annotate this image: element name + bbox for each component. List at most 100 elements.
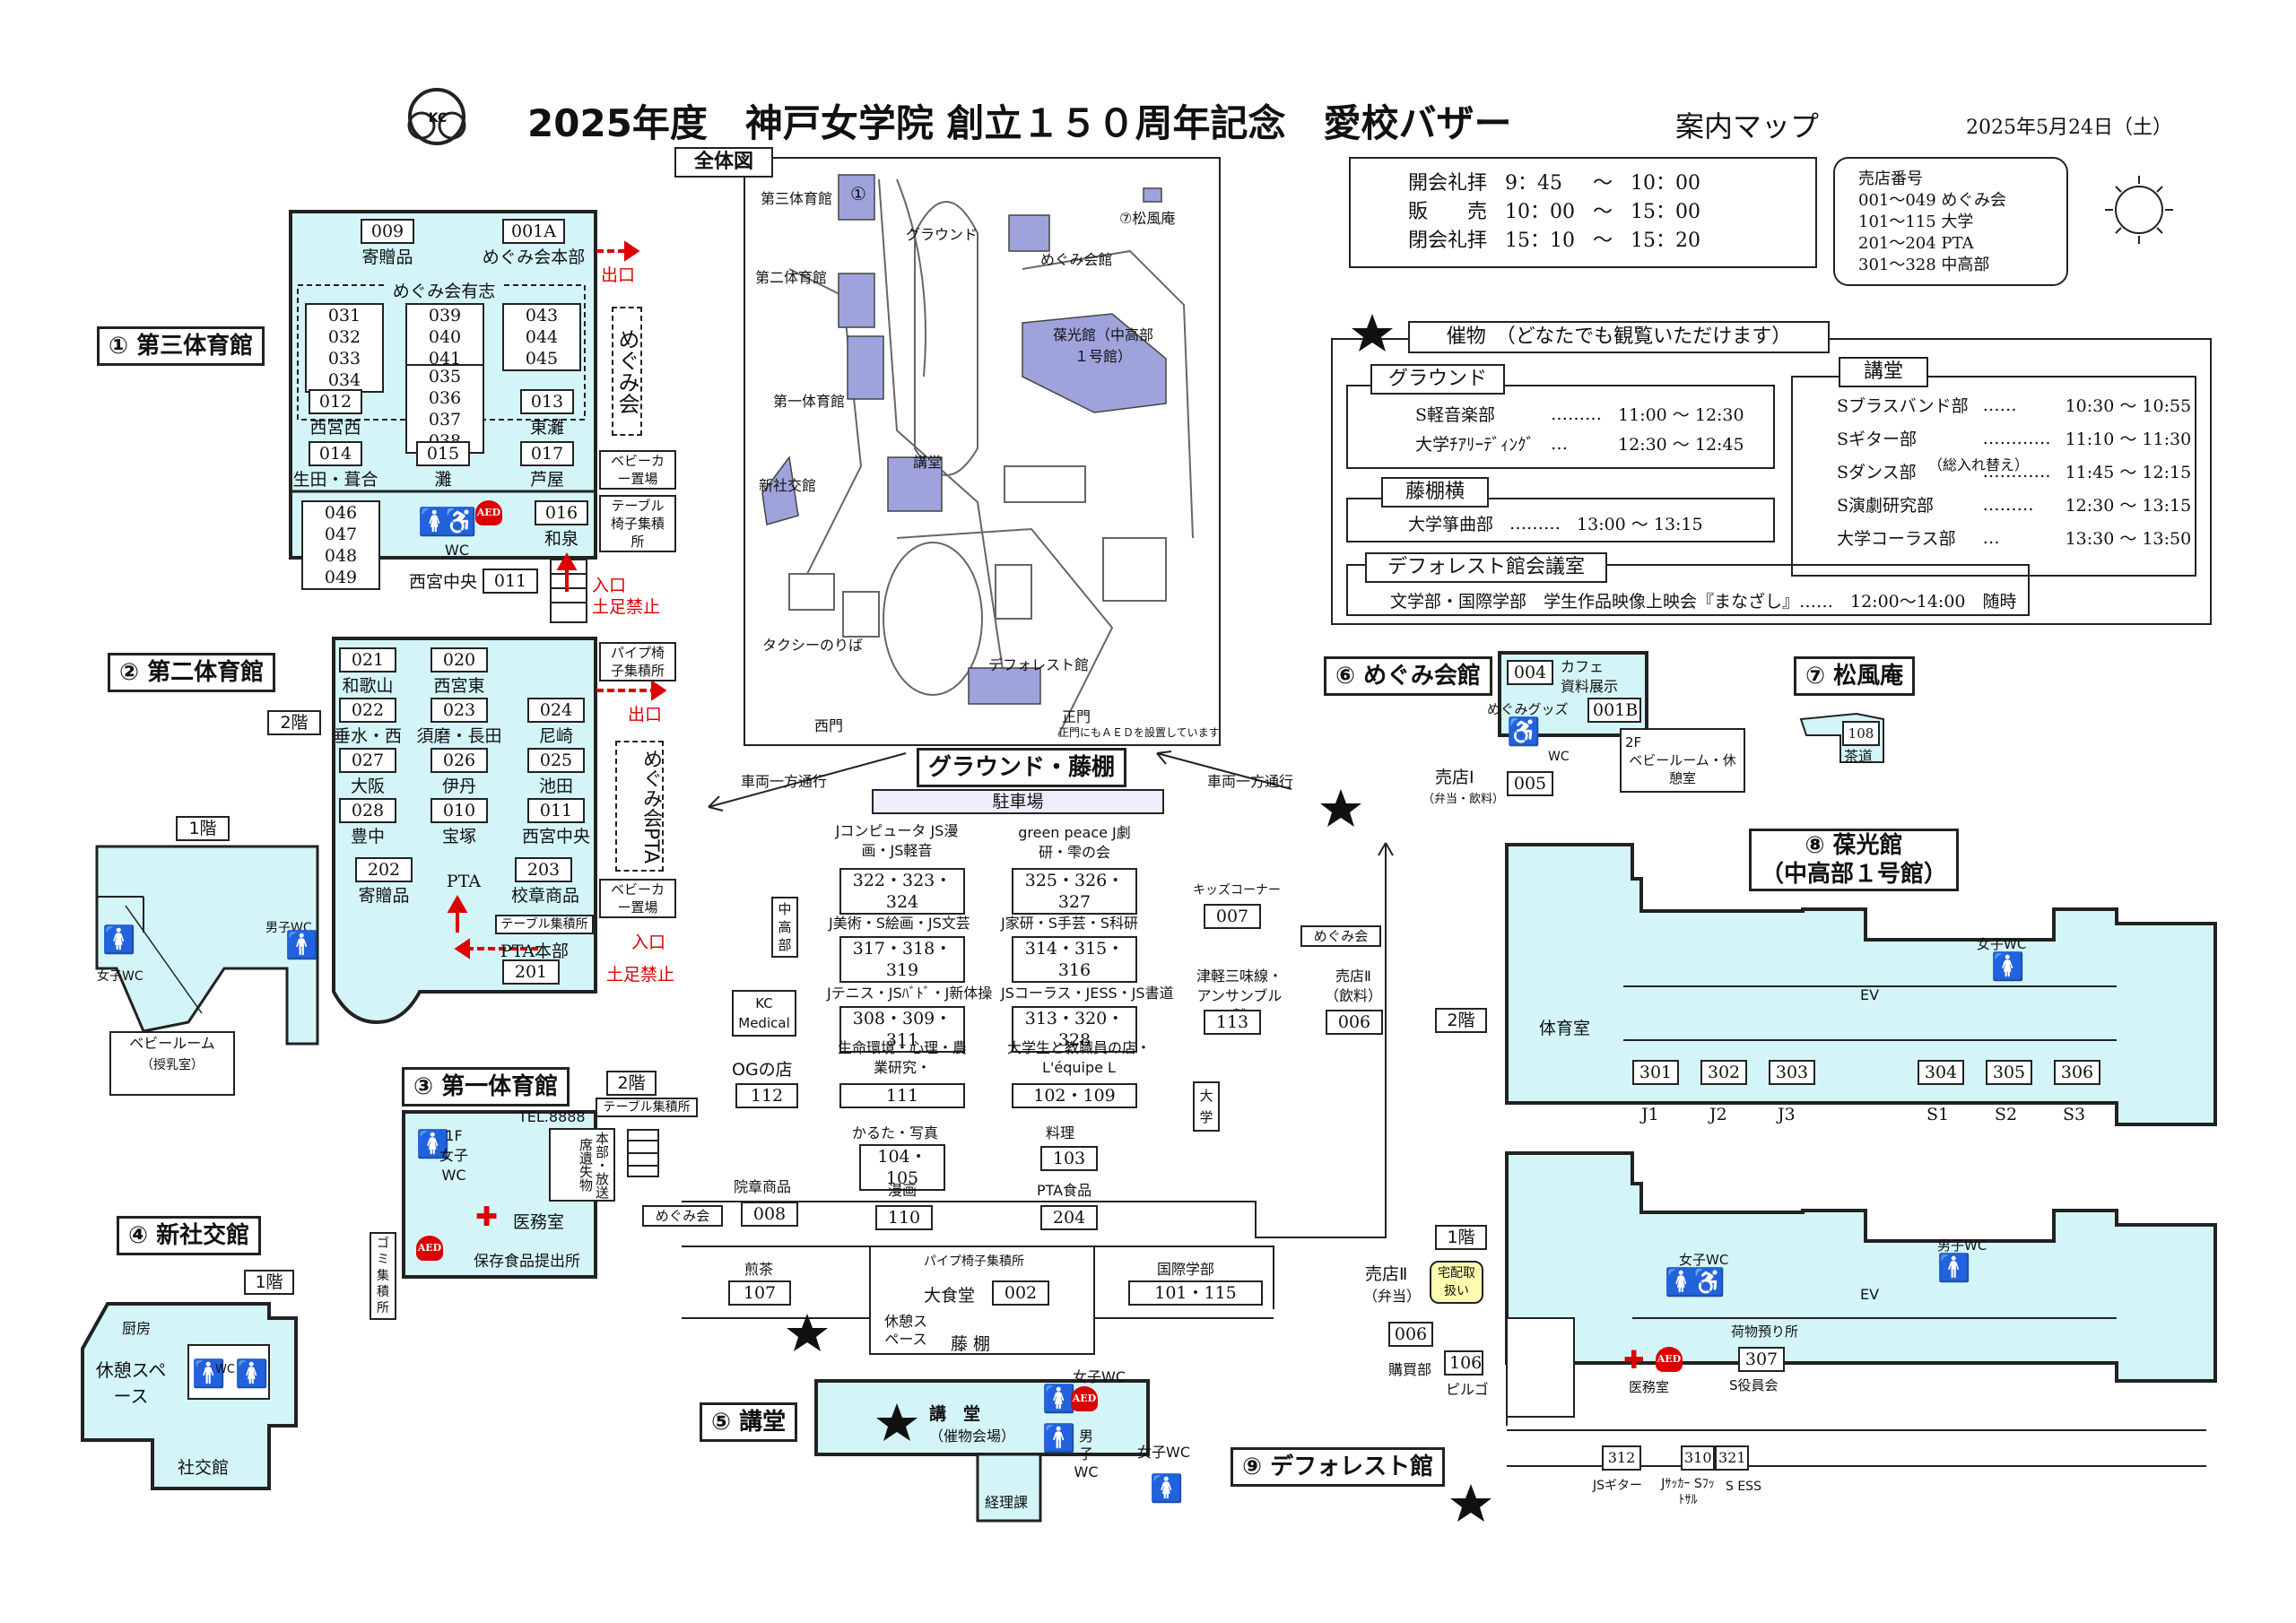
kodo-male-wc: 男子WC [1074, 1428, 1099, 1480]
stall-015-label: 灘 [434, 470, 452, 490]
events-deforest-title: デフォレスト館会議室 [1365, 552, 1607, 583]
gym1-food-submit: 保存食品提出所 [474, 1253, 580, 1271]
room-301: 301 [1632, 1060, 1679, 1085]
stall-113: 113 [1204, 1010, 1261, 1035]
gym1-garbage-area: ゴミ集積所 [370, 1232, 396, 1320]
title-gym2: ② 第二体育館 [108, 653, 276, 692]
stall-022-label: 垂水・西 [333, 726, 402, 746]
stall-028-label: 豊中 [350, 827, 385, 846]
stall-001b: 001B [1587, 698, 1641, 723]
store-number-title: 売店番号 [1858, 169, 1923, 188]
shop2-drinks-label: 売店Ⅱ（飲料） [1324, 968, 1382, 1004]
hokokan-gym-room: 体育室 [1539, 1019, 1591, 1038]
hokokan-ev-2f: EV [1860, 986, 1880, 1003]
events-fujidana-title: 藤棚横 [1381, 477, 1489, 508]
stall-009: 009 [361, 219, 414, 244]
hokokan-baggage: 荷物預り所 [1731, 1324, 1799, 1340]
stall-007: 007 [1204, 904, 1261, 929]
class-j2: J2 [1709, 1105, 1727, 1124]
female-wc-icon: 🚺 [1991, 951, 2025, 983]
aed-icon: AED [475, 500, 502, 525]
stall-102: 102・109 [1012, 1083, 1137, 1108]
ov-nishimon: 西門 [814, 717, 844, 734]
room-303: 303 [1769, 1060, 1815, 1085]
stall-314-label: J家研・S手芸・S科研 [1001, 915, 1139, 932]
stall-103-label: 料理 [1046, 1124, 1075, 1141]
events-title: 催物 （どなたでも観覧いただけます） [1408, 321, 1830, 353]
kodo-female-wc-2: 女子WC [1137, 1444, 1190, 1461]
gym1-lost-found: 遺失物 [578, 1151, 594, 1192]
accessible-wc-icon: ♿ [443, 507, 477, 538]
stall-012-label: 西宮西 [309, 418, 361, 438]
stall-017-label: 芦屋 [529, 470, 564, 490]
gym3-table-storage: テーブル椅子集積所 [599, 495, 676, 552]
gym3-wc: WC [445, 542, 469, 559]
stall-106-label: ピルゴ [1446, 1381, 1489, 1398]
ov-shofuan: ⑦松風庵 [1119, 210, 1176, 227]
delivery-bubble: 宅配取扱い [1430, 1261, 1483, 1304]
events-ground-title: グラウンド [1370, 364, 1505, 395]
shakokan-floor1: 1階 [244, 1270, 294, 1295]
stall-026-label: 伊丹 [441, 777, 476, 796]
stall-313: 313・320・328 [1012, 1006, 1137, 1053]
ov-ground: グラウンド [906, 226, 978, 243]
store-number-legend: 売店番号 001～049 めぐみ会 101～115 大学 201～204 PTA… [1858, 169, 2006, 276]
ov-gym1: 第一体育館 [773, 393, 846, 410]
stall-113-label: 津軽三味線・アンサンブル鷲 [1196, 968, 1283, 1024]
stall-025: 025 [527, 748, 585, 773]
stall-013-label: 東灘 [529, 418, 564, 438]
gym1-floor2: 2階 [606, 1071, 657, 1096]
ov-gym2: 第二体育館 [755, 269, 828, 286]
gym1-table-storage: テーブル集積所 [596, 1098, 698, 1117]
stall-107-label: 煎茶 [744, 1261, 774, 1278]
stall-016: 016 [535, 500, 588, 525]
title-gym1: ③ 第一体育館 [402, 1067, 570, 1107]
stall-011-a: 011 [483, 568, 538, 594]
female-wc-icon: 🚺 [235, 1358, 269, 1390]
gym3-stroller-area: ベビーカー置場 [599, 450, 676, 490]
aed-icon: AED [1071, 1386, 1098, 1411]
stall-101-label: 国際学部 [1157, 1261, 1215, 1278]
accessible-wc-icon: ♿ [1507, 716, 1541, 748]
title-kodo: ⑤ 講堂 [700, 1402, 798, 1442]
shakokan-rest: 休憩スペース [95, 1359, 167, 1407]
stall-104-label: かるた・写真 [852, 1124, 939, 1141]
room-302: 302 [1700, 1060, 1747, 1085]
ov-deforest: デフォレスト館 [988, 656, 1090, 673]
kids-corner: キッズコーナー [1193, 883, 1281, 898]
male-wc-icon: 🚹 [192, 1358, 226, 1390]
class-s1: S1 [1926, 1105, 1950, 1124]
gym1-hq-box: 本部・放送席遺失物 [549, 1128, 615, 1202]
stall-010: 010 [430, 798, 488, 823]
megumikan-goods: めぐみグッズ [1487, 701, 1569, 717]
title-deforest: ⑨ デフォレスト館 [1231, 1447, 1446, 1487]
kodo-hall-title: 講 堂 [929, 1404, 981, 1424]
hokokan-female-wc-2f: 女子WC [1977, 936, 2027, 952]
stall-201: 201 [502, 959, 560, 985]
megumikan-2f-baby: 2F ベビールーム・休憩室 [1620, 728, 1745, 793]
daigaku-sign: 大学 [1193, 1081, 1220, 1132]
events-kodo-note: （総入れ替え） [1928, 456, 2030, 473]
gym2-entrance: 入口 [631, 933, 666, 952]
stall-015: 015 [416, 441, 470, 466]
title-gym3: ① 第三体育館 [97, 326, 265, 366]
stall-024: 024 [527, 698, 585, 723]
class-s3: S3 [2063, 1105, 2086, 1124]
female-wc-icon: 🚺 [416, 1129, 450, 1160]
stall-106: 106 [1444, 1350, 1483, 1376]
stall-011-b: 011 [527, 798, 585, 823]
gym3-no-shoes: 土足禁止 [592, 597, 661, 617]
oneway-left: 車両一方通行 [741, 773, 828, 790]
aed-icon: AED [1656, 1347, 1683, 1372]
gym2-no-shoes: 土足禁止 [606, 965, 675, 985]
stall-024-label: 尼崎 [538, 726, 573, 746]
room-306: 306 [2054, 1060, 2100, 1085]
stall-016-label: 和泉 [544, 529, 578, 549]
ov-seimon: 正門 [1062, 708, 1091, 725]
megumikan-cafe: カフェ [1561, 658, 1605, 675]
stall-202-label: 寄贈品 [358, 886, 410, 906]
shakokan-kitchen: 厨房 [122, 1320, 152, 1337]
stall-017: 017 [520, 441, 574, 466]
